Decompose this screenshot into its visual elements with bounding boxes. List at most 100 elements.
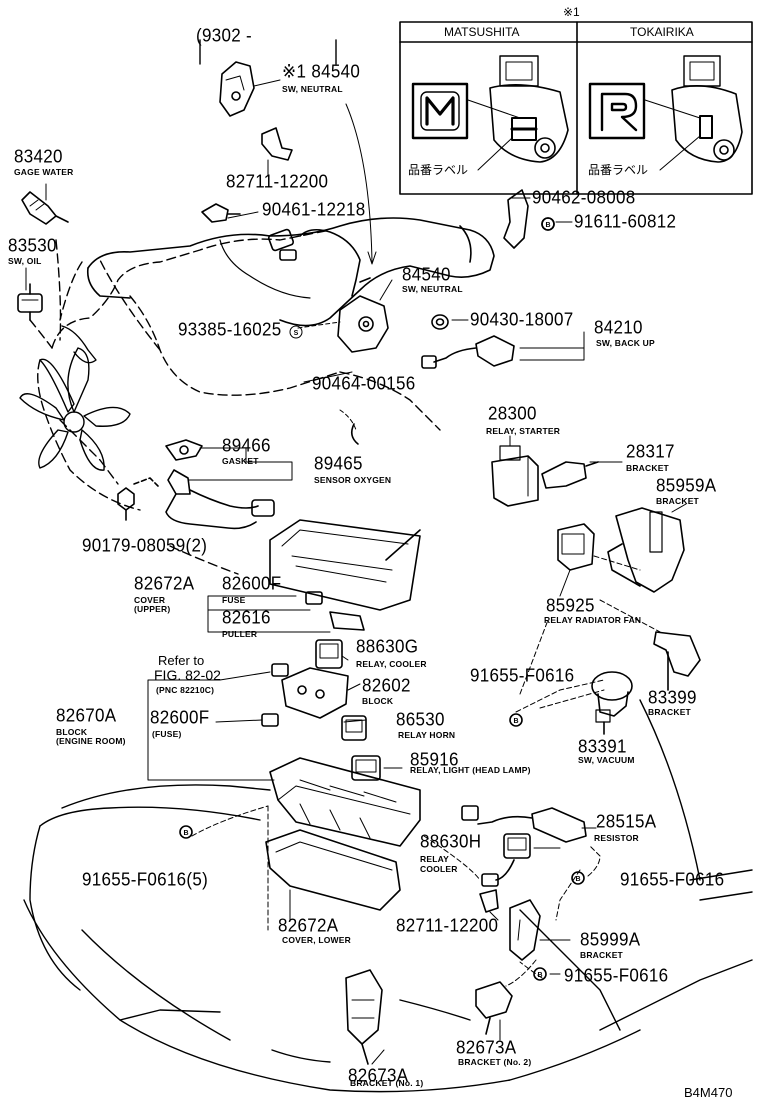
part-85959a-desc: BRACKET bbox=[656, 496, 699, 506]
resistor-icon bbox=[461, 805, 587, 843]
part-85999a-desc: BRACKET bbox=[580, 950, 623, 960]
part-83530-desc: SW, OIL bbox=[8, 256, 42, 266]
part-84540-top: ※1 84540 bbox=[282, 60, 361, 82]
bolt-marker-icons bbox=[179, 217, 585, 981]
part-84540-mid-desc: SW, NEUTRAL bbox=[402, 284, 463, 294]
part-90179: 90179-08059(2) bbox=[82, 534, 208, 556]
part-89466-desc: GASKET bbox=[222, 456, 259, 466]
part-90461: 90461-12218 bbox=[262, 198, 366, 220]
production-date-bracket: (9302 - bbox=[196, 24, 252, 46]
part-83391: 83391 bbox=[578, 735, 627, 757]
part-89466: 89466 bbox=[222, 434, 271, 456]
engine-outline bbox=[29, 229, 441, 575]
headlamp-relay-icon bbox=[351, 755, 381, 781]
part-85959a: 85959A bbox=[656, 474, 717, 496]
inset-label-right: 品番ラベル bbox=[588, 163, 649, 177]
part-90464: 90464-00156 bbox=[312, 372, 416, 394]
part-83391-desc: SW, VACUUM bbox=[578, 755, 635, 765]
bracket-82673a-no2-icon bbox=[475, 981, 513, 1035]
part-91655-a: 91655-F0616 bbox=[470, 664, 575, 686]
part-82616-desc: PULLER bbox=[222, 629, 258, 639]
part-28317-desc: BRACKET bbox=[626, 463, 669, 473]
part-83530: 83530 bbox=[8, 234, 57, 256]
part-83420: 83420 bbox=[14, 145, 63, 167]
lower-cover-icon bbox=[265, 829, 401, 911]
part-86530: 86530 bbox=[396, 708, 445, 730]
part-89465: 89465 bbox=[314, 452, 363, 474]
engine-room-block-icon bbox=[269, 757, 421, 847]
fuse-small-icon bbox=[261, 713, 279, 727]
transmission-outline bbox=[86, 217, 495, 327]
part-93385: 93385-16025 bbox=[178, 318, 282, 340]
part-85916: 85916 bbox=[410, 748, 459, 770]
part-84540-top-desc: SW, NEUTRAL bbox=[282, 84, 343, 94]
cooler-relay-lower-icon bbox=[481, 833, 531, 887]
neutral-switch-matsushita-icon bbox=[467, 55, 569, 171]
part-88630g: 88630G bbox=[356, 635, 419, 657]
inset-label-left: 品番ラベル bbox=[408, 163, 469, 177]
bracket-82673a-no1-icon bbox=[345, 969, 383, 1065]
starter-relay-icon bbox=[491, 445, 539, 507]
part-86530-desc: RELAY HORN bbox=[398, 730, 456, 740]
svg-text:B: B bbox=[537, 972, 542, 979]
radiator-fan-relay-icon bbox=[557, 523, 595, 571]
part-91611: 91611-60812 bbox=[574, 210, 677, 232]
part-88630g-desc: RELAY, COOLER bbox=[356, 659, 427, 669]
neutral-switch-top-icon bbox=[219, 61, 255, 117]
refer-line-2[interactable]: FIG. 82-02 bbox=[154, 667, 221, 683]
vehicle-body-outline bbox=[23, 699, 753, 1093]
vacuum-switch-icon bbox=[591, 671, 633, 735]
part-28515a-desc: RESISTOR bbox=[594, 833, 639, 843]
bracket-83399-icon bbox=[653, 631, 701, 691]
diagram-code: B4M470 bbox=[684, 1085, 733, 1100]
part-82672a-top: 82672A bbox=[134, 572, 195, 594]
upper-cover-icon bbox=[269, 519, 421, 611]
part-82672a-top-desc1: COVER bbox=[134, 595, 166, 605]
part-28515a: 28515A bbox=[596, 810, 657, 832]
part-82670a: 82670A bbox=[56, 704, 117, 726]
cooler-relay-icon bbox=[315, 639, 343, 669]
part-84540-mid: 84540 bbox=[402, 263, 451, 285]
inset-frame bbox=[399, 21, 753, 195]
svg-text:B: B bbox=[575, 876, 580, 883]
bracket-85999a-icon bbox=[509, 899, 541, 961]
fuse-puller-icon bbox=[329, 611, 365, 631]
part-82602: 82602 bbox=[362, 674, 411, 696]
cooling-fan-icon bbox=[19, 325, 131, 471]
part-28300: 28300 bbox=[488, 402, 537, 424]
part-82672a-top-desc2: (UPPER) bbox=[134, 604, 171, 614]
part-88630h-desc1: RELAY bbox=[420, 854, 450, 864]
part-82672a-low: 82672A bbox=[278, 914, 339, 936]
matsushita-logo-icon bbox=[411, 82, 469, 140]
svg-text:B: B bbox=[513, 718, 518, 725]
svg-text:S: S bbox=[294, 330, 299, 337]
part-82600f-mid-desc: (FUSE) bbox=[152, 729, 182, 739]
horn-relay-icon bbox=[341, 715, 367, 741]
oil-pressure-switch-icon bbox=[17, 283, 43, 321]
fuse-icon bbox=[305, 591, 323, 605]
bracket-85959a-icon bbox=[607, 507, 685, 593]
corner-mark: ※1 bbox=[563, 5, 580, 19]
part-82600f-top-desc: FUSE bbox=[222, 595, 246, 605]
part-82673a-left: 82673A bbox=[348, 1064, 409, 1086]
part-82600f-top: 82600F bbox=[222, 572, 282, 594]
part-88630h: 88630H bbox=[420, 830, 482, 852]
refer-line-1: Refer to bbox=[158, 653, 205, 668]
part-83420-desc: GAGE WATER bbox=[14, 167, 74, 177]
part-28317: 28317 bbox=[626, 440, 675, 462]
svg-text:B: B bbox=[545, 222, 550, 229]
part-84210: 84210 bbox=[594, 316, 643, 338]
relay-block-icon bbox=[271, 663, 349, 719]
part-82600f-mid: 82600F bbox=[150, 706, 210, 728]
part-28300-desc: RELAY, STARTER bbox=[486, 426, 561, 436]
part-90462: 90462-08008 bbox=[532, 186, 636, 208]
svg-text:B: B bbox=[183, 830, 188, 837]
inset-maker-right: TOKAIRIKA bbox=[630, 25, 694, 39]
neutral-switch-tokairika-icon bbox=[644, 55, 743, 171]
bolt-90179-icon bbox=[117, 487, 135, 521]
part-82673a-right-desc: BRACKET (No. 2) bbox=[458, 1057, 532, 1067]
part-84210-desc: SW, BACK UP bbox=[596, 338, 655, 348]
backup-lamp-switch-icon bbox=[421, 335, 515, 369]
